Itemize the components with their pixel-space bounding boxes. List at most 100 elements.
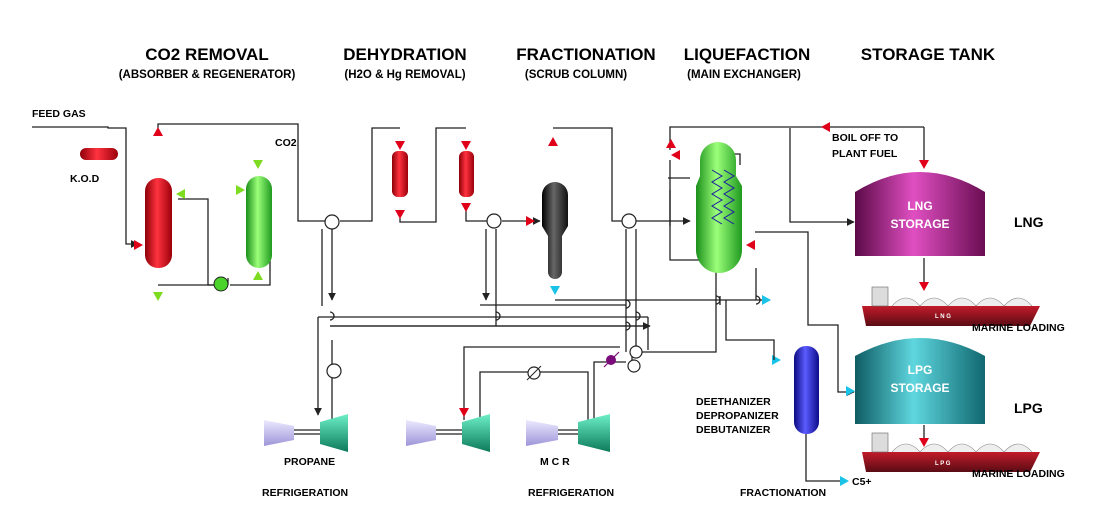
section-title-fractionation: FRACTIONATION [516,45,655,64]
flow-arrow-red [548,137,558,146]
fractionator-column [794,346,819,434]
flow-arrow-cyan [840,476,849,486]
flow-arrow-cyan [550,286,560,295]
marine-loading-lpg-label: MARINE LOADING [972,468,1065,480]
flow-arrow-red [746,240,755,250]
ship-domes [891,297,1033,307]
ship-hull [862,306,1040,326]
valve [486,213,502,229]
propane-compressor [320,414,348,452]
labels: FEED GAS K.O.D CO2 BOIL OFF TO PLANT FUE… [32,108,1065,499]
valve [621,213,637,229]
mcr-compressor-2 [578,414,610,452]
lpg-tank-label-line1: LPG [908,363,933,377]
ship-marking: L P G [935,461,951,467]
valve [324,214,340,230]
mcr-label: M C R [540,456,570,468]
control-valve-green [213,276,229,292]
ship-domes [891,443,1033,453]
valves [213,213,643,381]
flow-arrows [134,122,929,486]
control-valve-purple-stem [603,351,620,368]
flow-arrow-red [461,141,471,150]
section-subtitle-dehydration: (H2O & Hg REMOVAL) [344,69,465,81]
control-valve-stem [526,365,542,381]
knock-out-drum [80,148,118,160]
flow-arrow-red [919,282,929,291]
lpg-product-label: LPG [1014,400,1043,416]
flow-arrow-red [395,210,405,219]
flow-arrow-green [253,160,263,169]
flow-arrow-red [153,127,163,136]
lpg-tank-label-line2: STORAGE [890,381,949,395]
flow-arrow-green [236,185,245,195]
flow-arrow-green [253,271,263,280]
valve [629,345,643,359]
flow-arrow-red [134,240,143,250]
lng-tank-label-line1: LNG [907,199,932,213]
compressors [264,414,610,452]
propane-driver [264,420,294,446]
dehydrator-2 [459,151,474,197]
section-subtitle-fractionation: (SCRUB COLUMN) [525,69,627,81]
fractionation-label: FRACTIONATION [740,487,826,499]
lng-tank-label-line2: STORAGE [890,217,949,231]
flow-arrow-red [459,408,469,417]
ship-bridge [871,432,889,453]
lng-carrier-ship: L N G [862,286,1040,326]
section-headers: CO2 REMOVAL (ABSORBER & REGENERATOR) DEH… [119,45,996,81]
marine-loading-lng-label: MARINE LOADING [972,322,1065,334]
mcr-driver-2 [526,420,558,446]
section-title-dehydration: DEHYDRATION [343,45,466,64]
flow-arrow-green [153,292,163,301]
section-subtitle-liquefaction: (MAIN EXCHANGER) [687,69,801,81]
ship-bridge [871,286,889,307]
piping [32,123,925,482]
kod-label: K.O.D [70,173,100,185]
flow-arrow-red [821,122,830,132]
main-cryogenic-exchanger [696,142,742,273]
refrigeration-label-propane: REFRIGERATION [262,487,348,499]
dehydrator-1 [392,151,408,197]
co2-regenerator [246,176,272,268]
mcr-compressor-1 [462,414,490,452]
depropanizer-label: DEPROPANIZER [696,410,779,422]
flow-arrow-red [526,216,535,226]
exchanger-coil [711,169,735,225]
section-title-liquefaction: LIQUEFACTION [684,45,811,64]
section-title-co2-removal: CO2 REMOVAL [145,45,268,64]
flow-arrow-red [666,139,676,148]
mcr-driver-1 [406,420,436,446]
co2-absorber [145,178,172,268]
propane-label: PROPANE [284,456,335,468]
debutanizer-label: DEBUTANIZER [696,424,771,436]
flow-arrow-red [919,438,929,447]
flow-arrow-cyan [846,386,855,396]
flow-arrow-red [919,160,929,169]
flow-arrow-red [671,150,680,160]
lpg-storage-tank [855,338,985,424]
c5plus-label: C5+ [852,476,872,488]
section-subtitle-co2-removal: (ABSORBER & REGENERATOR) [119,69,296,81]
co2-label: CO2 [275,137,297,149]
feed-gas-label: FEED GAS [32,108,86,120]
valve [326,363,342,379]
section-title-storage-tank: STORAGE TANK [861,45,996,64]
scrub-column [542,182,568,279]
equipment [80,142,985,434]
lng-product-label: LNG [1014,214,1044,230]
flow-arrow-red [395,141,405,150]
refrigeration-label-mcr: REFRIGERATION [528,487,614,499]
ship-marking: L N G [935,314,951,320]
ship-hull [862,452,1040,472]
valve [627,359,641,373]
deethanizer-label: DEETHANIZER [696,396,771,408]
boil-off-label-line2: PLANT FUEL [832,148,898,160]
lng-storage-tank [855,172,985,256]
flow-arrow-cyan [762,295,771,305]
flow-arrow-red [461,203,471,212]
lpg-carrier-ship: L P G [862,432,1040,472]
boil-off-label-line1: BOIL OFF TO [832,132,898,144]
flow-arrow-green [176,189,185,199]
